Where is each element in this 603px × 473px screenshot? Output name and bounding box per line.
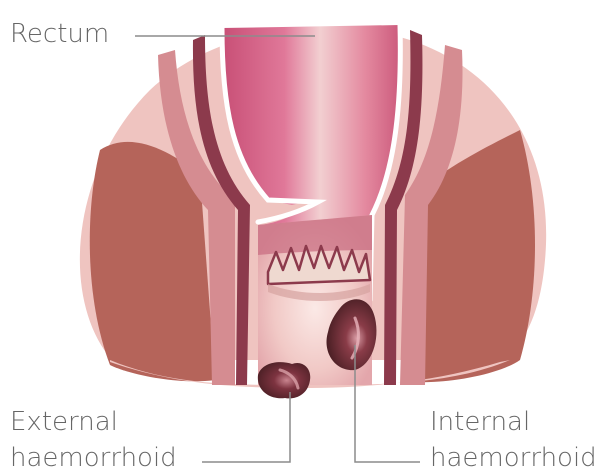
label-internal-line1: Internal xyxy=(430,407,530,437)
external-haemorrhoid xyxy=(258,362,310,398)
label-rectum: Rectum xyxy=(10,19,109,49)
label-internal-line2: haemorrhoid xyxy=(430,443,597,473)
label-external-line2: haemorrhoid xyxy=(10,443,177,473)
external-leader-line xyxy=(202,392,290,462)
label-external-line1: External xyxy=(10,407,118,437)
